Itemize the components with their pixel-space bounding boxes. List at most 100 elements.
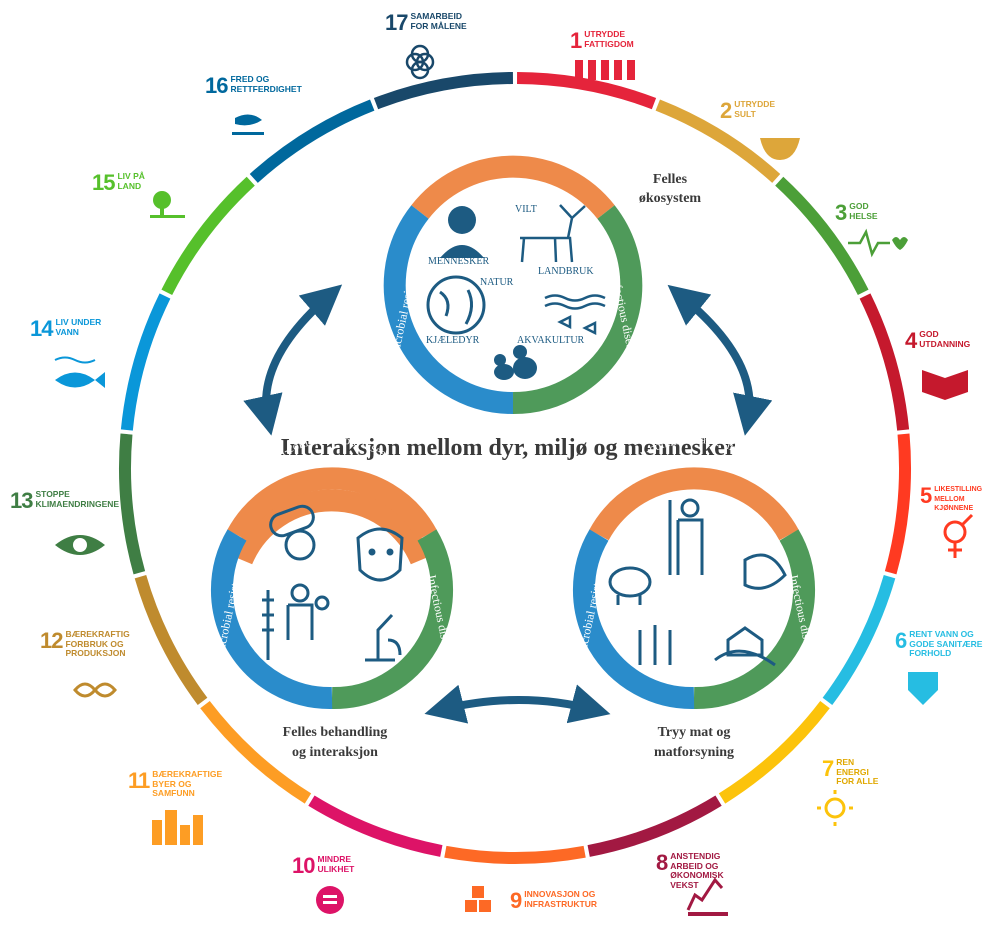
- right-caption-line2: matforsyning: [654, 745, 734, 760]
- ring-segment-goal-10: [308, 795, 443, 857]
- top-caption-line2: økosystem: [639, 191, 702, 206]
- arrows: [243, 284, 773, 724]
- sdg-goal-4: 4 GOD UTDANNING: [905, 328, 971, 353]
- goal-label: UTRYDDE SULT: [734, 99, 776, 119]
- goal-label: BÆREKRAFTIGE BYER OG SAMFUNN: [152, 769, 223, 798]
- goal-label: GOD UTDANNING: [919, 329, 971, 349]
- goal-label: INNOVASJON OG INFRASTRUKTUR: [524, 889, 597, 909]
- ring-segment-goal-1: [517, 72, 657, 110]
- globe-icon: [426, 275, 486, 335]
- sdg-goal-2: 2 UTRYDDE SULT: [720, 98, 776, 123]
- wheat-icon: [638, 625, 672, 665]
- goal-number: 7: [822, 756, 834, 781]
- family-icon: [286, 583, 330, 640]
- label-natur: NATUR: [480, 277, 514, 288]
- ring-segment-goal-6: [822, 575, 896, 705]
- microscope-icon: [365, 613, 402, 662]
- svg-text:Non-communicable diseases: Non-communicable diseases: [437, 101, 589, 142]
- syringe-icon: [262, 590, 274, 660]
- sdg-goal-1: 1 UTRYDDE FATTIGDOM: [570, 28, 644, 53]
- goal-number: 10: [292, 853, 316, 878]
- goal-number: 6: [895, 628, 907, 653]
- arrow-top-left: [243, 284, 343, 436]
- goal-label: RENT VANN OG GODE SANITÆRE FORHOLD: [909, 629, 983, 658]
- left-caption-line1: Felles behandling: [283, 725, 388, 740]
- goal-label: FRED OG RETTFERDIGHET: [230, 74, 302, 94]
- goal-number: 11: [128, 768, 150, 793]
- goal-label: SAMARBEID FOR MÅLENE: [410, 11, 467, 31]
- label-landbruk: LANDBRUK: [538, 266, 594, 277]
- goal-label: ANSTENDIG ARBEID OG ØKONOMISK VEKST: [670, 851, 724, 890]
- goal-number: 12: [40, 628, 64, 653]
- goal-number: 15: [92, 170, 116, 195]
- sdg-ring: [119, 72, 911, 864]
- goal-number: 4: [905, 328, 917, 353]
- barn-icon: [714, 626, 776, 667]
- ring-segment-goal-17: [373, 72, 513, 110]
- goal-number: 13: [10, 488, 34, 513]
- ring-segment-goal-5: [884, 433, 911, 575]
- goal-label: GOD HELSE: [849, 201, 878, 221]
- top-circle: Non-communicable diseases Antimicrobial …: [383, 101, 702, 415]
- label-vilt: VILT: [515, 204, 537, 215]
- goal-label: STOPPE KLIMAENDRINGENE: [35, 489, 120, 509]
- ring-segment-goal-16: [249, 99, 375, 183]
- sdg-goal-3: 3 GOD HELSE: [835, 200, 889, 225]
- farmer-icon: [668, 498, 704, 575]
- ring-segment-goal-9: [444, 845, 586, 864]
- person-icon: [440, 206, 484, 258]
- sdg-goal-12: 12 BÆREKRAFTIG FORBRUK OG PRODUKSJON: [40, 628, 130, 659]
- arrow-bottom: [424, 684, 611, 724]
- goal-label: LIV UNDER VANN: [55, 317, 102, 337]
- sdg-goal-5: 5 LIKESTILLING MELLOM KJØNNENE: [920, 485, 1002, 514]
- goal-label: BÆREKRAFTIG FORBRUK OG PRODUKSJON: [65, 629, 130, 658]
- ring-segment-goal-14: [120, 293, 171, 431]
- center-title: Interaksjon mellom dyr, miljø og mennesk…: [280, 435, 735, 461]
- goal-number: 2: [720, 98, 732, 123]
- goal-number: 17: [385, 10, 409, 35]
- ring-segment-goal-3: [775, 176, 869, 296]
- goal-number: 1: [570, 28, 582, 53]
- goal-label: LIKESTILLING MELLOM KJØNNENE: [934, 486, 983, 512]
- sdg-goal-8: 8 ANSTENDIG ARBEID OG ØKONOMISK VEKST: [656, 851, 750, 890]
- goal-number: 5: [920, 483, 932, 508]
- aquaculture-icon: [544, 294, 606, 336]
- goal-label: REN ENERGI FOR ALLE: [836, 757, 879, 786]
- ring-segment-goal-15: [161, 176, 255, 296]
- ring-segment-goal-13: [119, 433, 146, 575]
- sdg-goal-10: 10 MINDRE ULIKHET: [292, 853, 357, 878]
- label-kjaeledyr: KJÆLEDYR: [426, 335, 480, 346]
- dog-icon: [356, 527, 404, 582]
- label-mennesker: MENNESKER: [428, 256, 489, 267]
- label-akvakultur: AKVAKULTUR: [517, 335, 585, 346]
- sdg-goal-13: 13 STOPPE KLIMAENDRINGENE: [10, 488, 125, 513]
- sdg-goal-11: 11 BÆREKRAFTIGE BYER OG SAMFUNN: [128, 768, 232, 799]
- goal-label: LIV PÅ LAND: [117, 171, 145, 191]
- left-circle: Non-communicable diseases Antimicrobial …: [208, 432, 457, 760]
- ring-segment-goal-7: [718, 701, 830, 804]
- sheep-icon: [608, 566, 652, 605]
- goal-number: 9: [510, 888, 522, 913]
- ring-segment-goal-11: [200, 701, 312, 804]
- sdg-goal-7: 7 REN ENERGI FOR ALLE: [822, 756, 886, 787]
- right-circle: Non-communicable diseases Antimicrobial …: [570, 432, 819, 760]
- goal-number: 3: [835, 200, 847, 225]
- ring-segment-goal-12: [134, 575, 208, 705]
- sdg-goal-14: 14 LIV UNDER VANN: [30, 317, 105, 340]
- pets-icon: [494, 345, 537, 380]
- sdg-goal-15: 15 LIV PÅ LAND: [92, 170, 157, 195]
- arrow-top-right: [667, 284, 773, 436]
- deer-icon: [520, 204, 586, 263]
- right-caption-line1: Tryy mat og: [658, 725, 731, 740]
- ring-segment-goal-4: [859, 293, 910, 431]
- goal-label: UTRYDDE FATTIGDOM: [584, 29, 634, 49]
- sdg-goal-17: 17 SAMARBEID FOR MÅLENE: [385, 10, 480, 35]
- goal-label: MINDRE ULIKHET: [317, 854, 355, 874]
- salmon-icon: [743, 553, 787, 590]
- ring-segment-goal-8: [587, 795, 722, 857]
- pills-icon: [269, 504, 316, 561]
- left-caption-line2: og interaksjon: [292, 745, 378, 760]
- goal-number: 16: [205, 73, 229, 98]
- sdg-goal-16: 16 FRED OG RETTFERDIGHET: [205, 73, 310, 98]
